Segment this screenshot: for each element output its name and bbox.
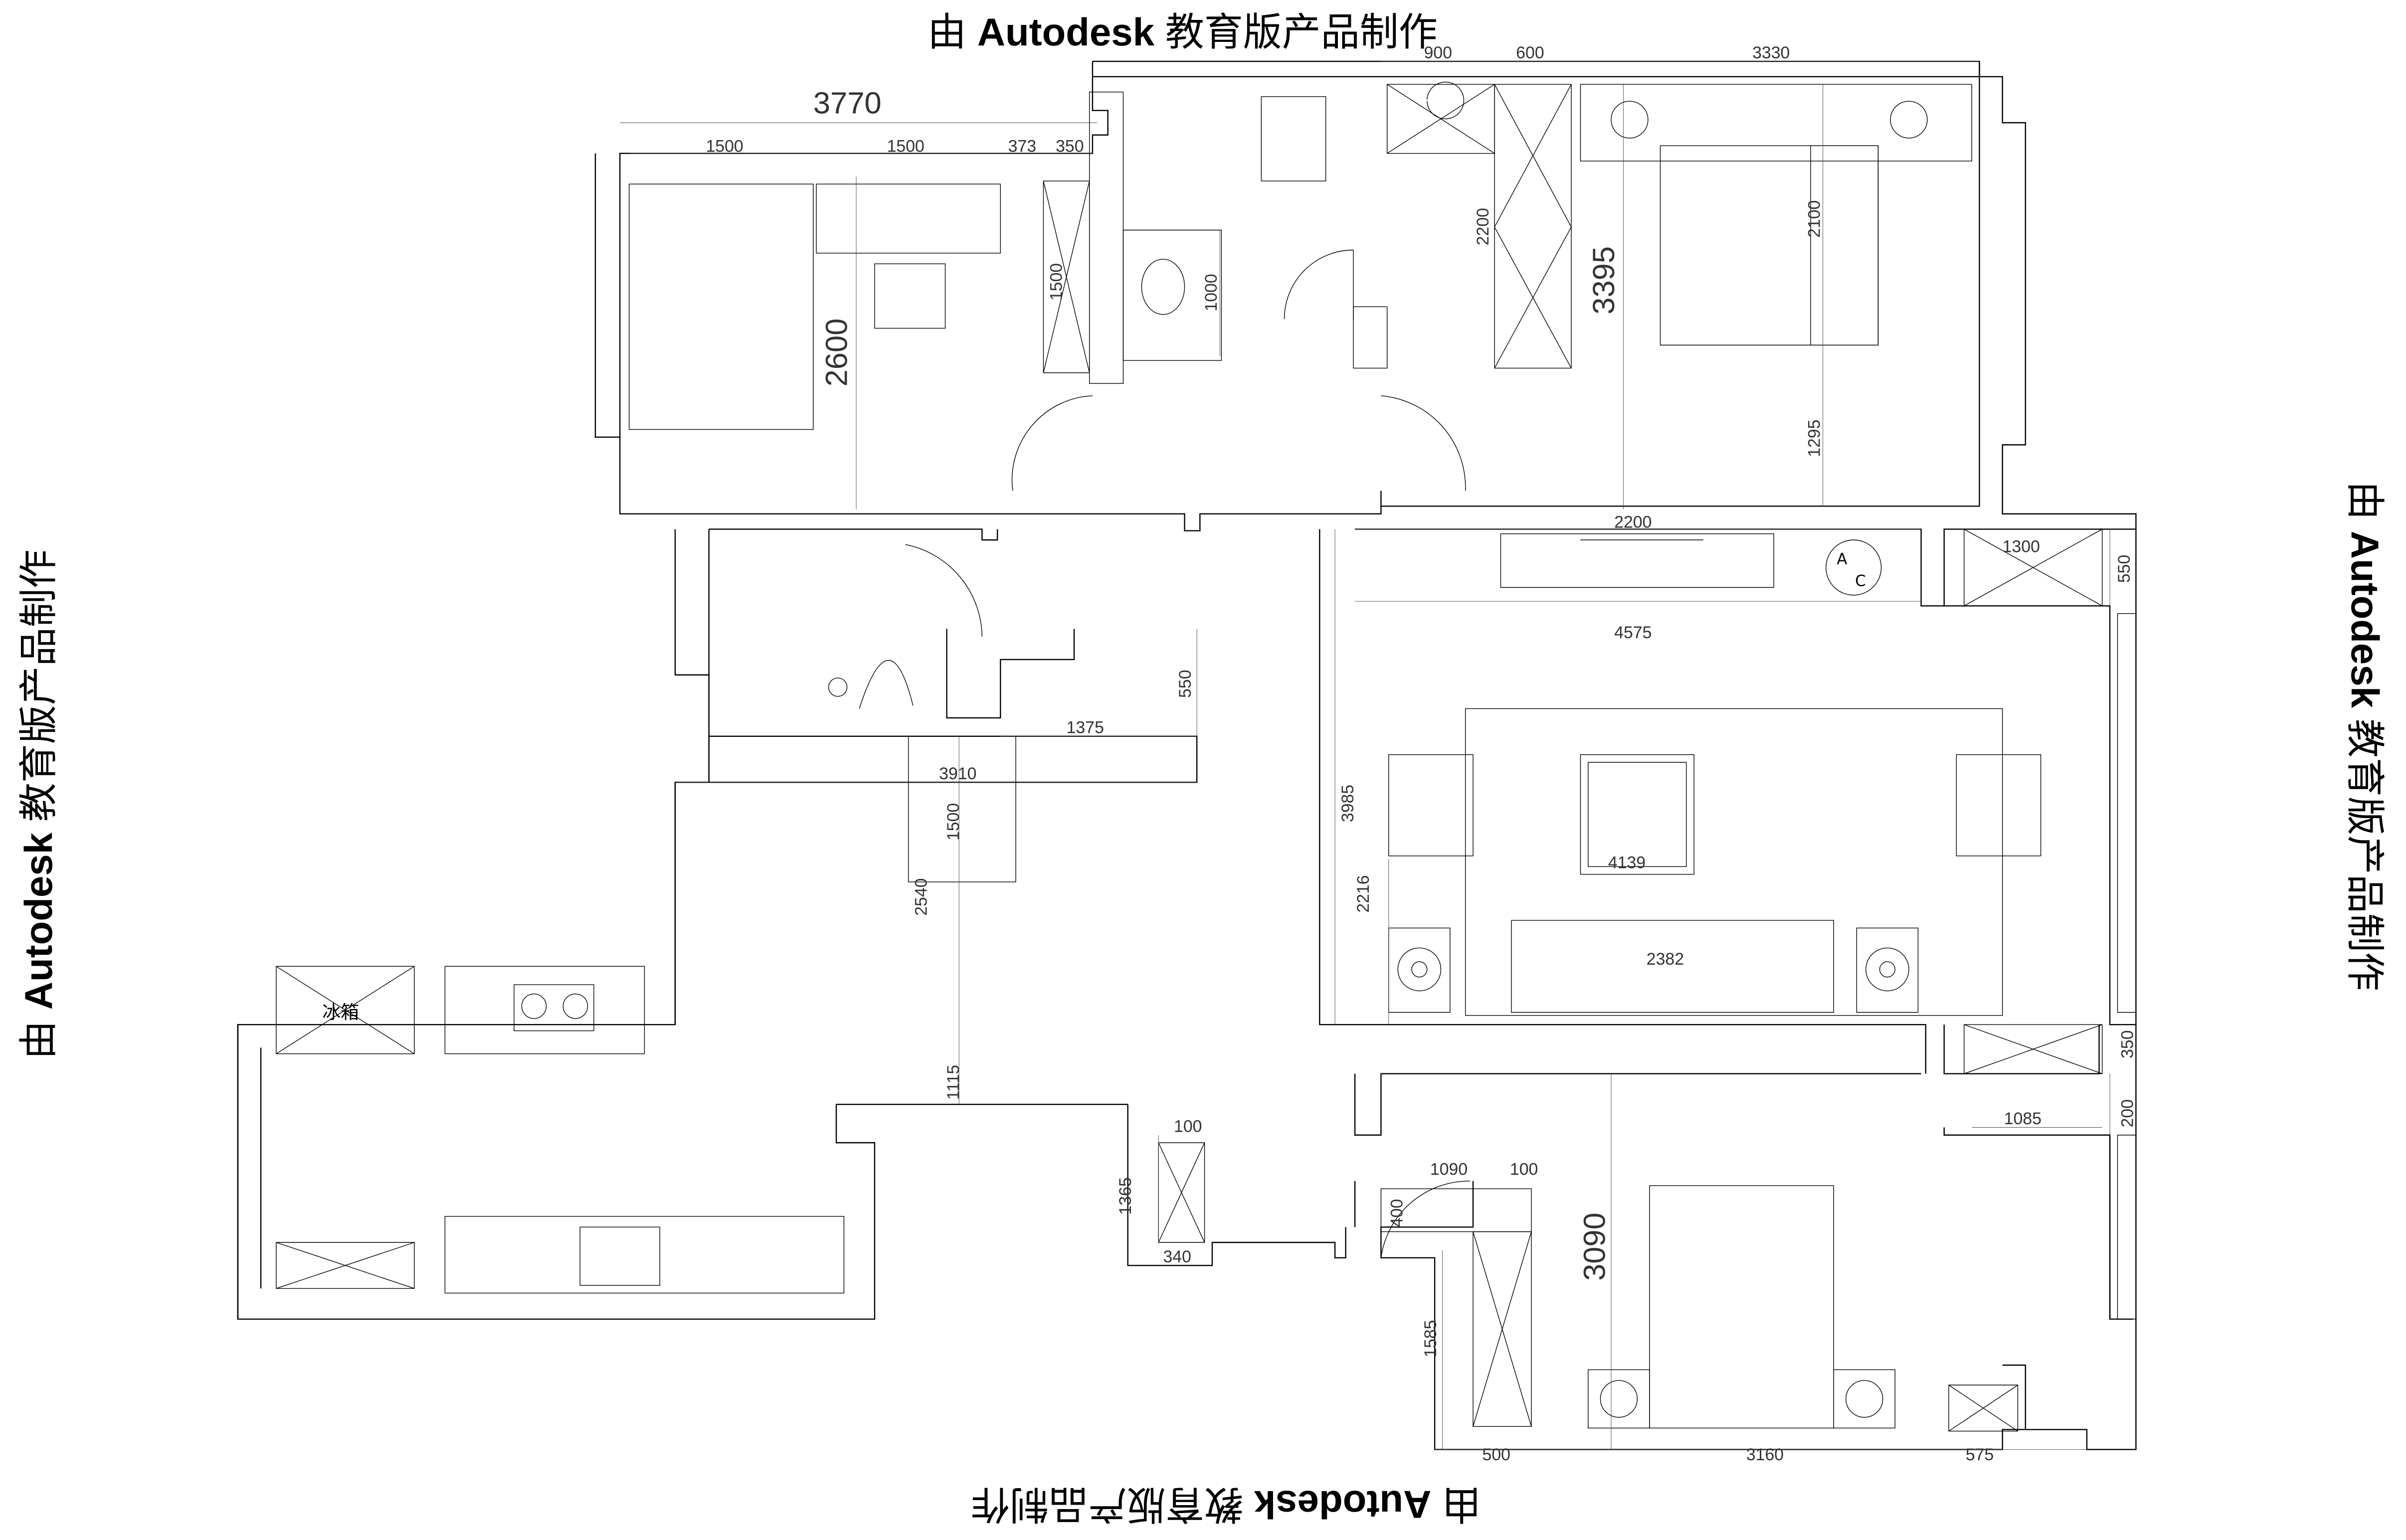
ac-label-a: A bbox=[1837, 550, 1847, 568]
dim-3985: 3985 bbox=[1338, 785, 1357, 822]
dim-350-a: 350 bbox=[1056, 137, 1084, 156]
dim-340: 340 bbox=[1163, 1247, 1191, 1266]
dim-900: 900 bbox=[1424, 43, 1452, 62]
dim-2600: 2600 bbox=[820, 318, 854, 386]
dim-1300: 1300 bbox=[2003, 537, 2040, 556]
dim-1085: 1085 bbox=[2004, 1109, 2041, 1128]
dim-1090: 1090 bbox=[1430, 1160, 1468, 1179]
watermark-prefix: 由 bbox=[927, 10, 967, 54]
dim-2200-b: 2200 bbox=[1614, 513, 1652, 531]
dim-1585: 1585 bbox=[1421, 1320, 1440, 1358]
dim-4139: 4139 bbox=[1608, 853, 1646, 872]
dim-3910: 3910 bbox=[939, 764, 976, 783]
dimension-lines bbox=[620, 61, 2110, 1449]
dim-400: 400 bbox=[1388, 1199, 1407, 1227]
dim-3330: 3330 bbox=[1752, 43, 1790, 62]
dim-550-a: 550 bbox=[2115, 555, 2134, 583]
dim-2540: 2540 bbox=[912, 878, 931, 916]
dim-2200-a: 2200 bbox=[1474, 208, 1492, 245]
dim-1500-a: 1500 bbox=[706, 137, 743, 156]
dim-100-a: 100 bbox=[1174, 1117, 1202, 1136]
dim-2100: 2100 bbox=[1805, 200, 1824, 238]
fridge-label: 冰箱 bbox=[322, 1002, 359, 1023]
dim-3160: 3160 bbox=[1746, 1445, 1784, 1464]
dim-1115: 1115 bbox=[944, 1065, 963, 1100]
dim-2382: 2382 bbox=[1647, 950, 1684, 969]
dim-1375: 1375 bbox=[1067, 718, 1104, 737]
dim-1500-b: 1500 bbox=[887, 137, 925, 156]
dimension-labels: 3770 1500 1500 373 350 900 600 3330 2600… bbox=[322, 43, 2137, 1464]
dim-1500-d: 1500 bbox=[944, 803, 963, 841]
dim-3770: 3770 bbox=[813, 86, 882, 121]
dim-575: 575 bbox=[1966, 1445, 1994, 1464]
dim-1500-c: 1500 bbox=[1047, 263, 1066, 301]
dim-550-b: 550 bbox=[1176, 670, 1195, 697]
watermark-top: 由 Autodesk 教育版产品制作 bbox=[927, 1, 1438, 57]
doors bbox=[906, 250, 1470, 1258]
ac-label-c: C bbox=[1855, 572, 1865, 590]
dim-2216: 2216 bbox=[1354, 875, 1373, 912]
dim-350-b: 350 bbox=[2118, 1030, 2137, 1058]
dim-3395: 3395 bbox=[1587, 246, 1621, 315]
dim-1295: 1295 bbox=[1805, 420, 1824, 457]
dim-3090: 3090 bbox=[1578, 1212, 1612, 1281]
dim-100-b: 100 bbox=[1510, 1160, 1538, 1179]
interior-lines bbox=[276, 82, 2136, 1431]
dim-4575: 4575 bbox=[1614, 623, 1652, 642]
walls bbox=[238, 61, 2136, 1449]
dim-200: 200 bbox=[2118, 1099, 2137, 1127]
dim-1000: 1000 bbox=[1202, 274, 1221, 311]
dim-500: 500 bbox=[1482, 1445, 1510, 1464]
dim-373: 373 bbox=[1008, 137, 1036, 156]
dim-600: 600 bbox=[1516, 43, 1544, 62]
watermark-brand: Autodesk bbox=[977, 10, 1155, 54]
dim-1365: 1365 bbox=[1116, 1177, 1135, 1214]
watermark-suffix: 教育版产品制作 bbox=[1165, 10, 1438, 54]
